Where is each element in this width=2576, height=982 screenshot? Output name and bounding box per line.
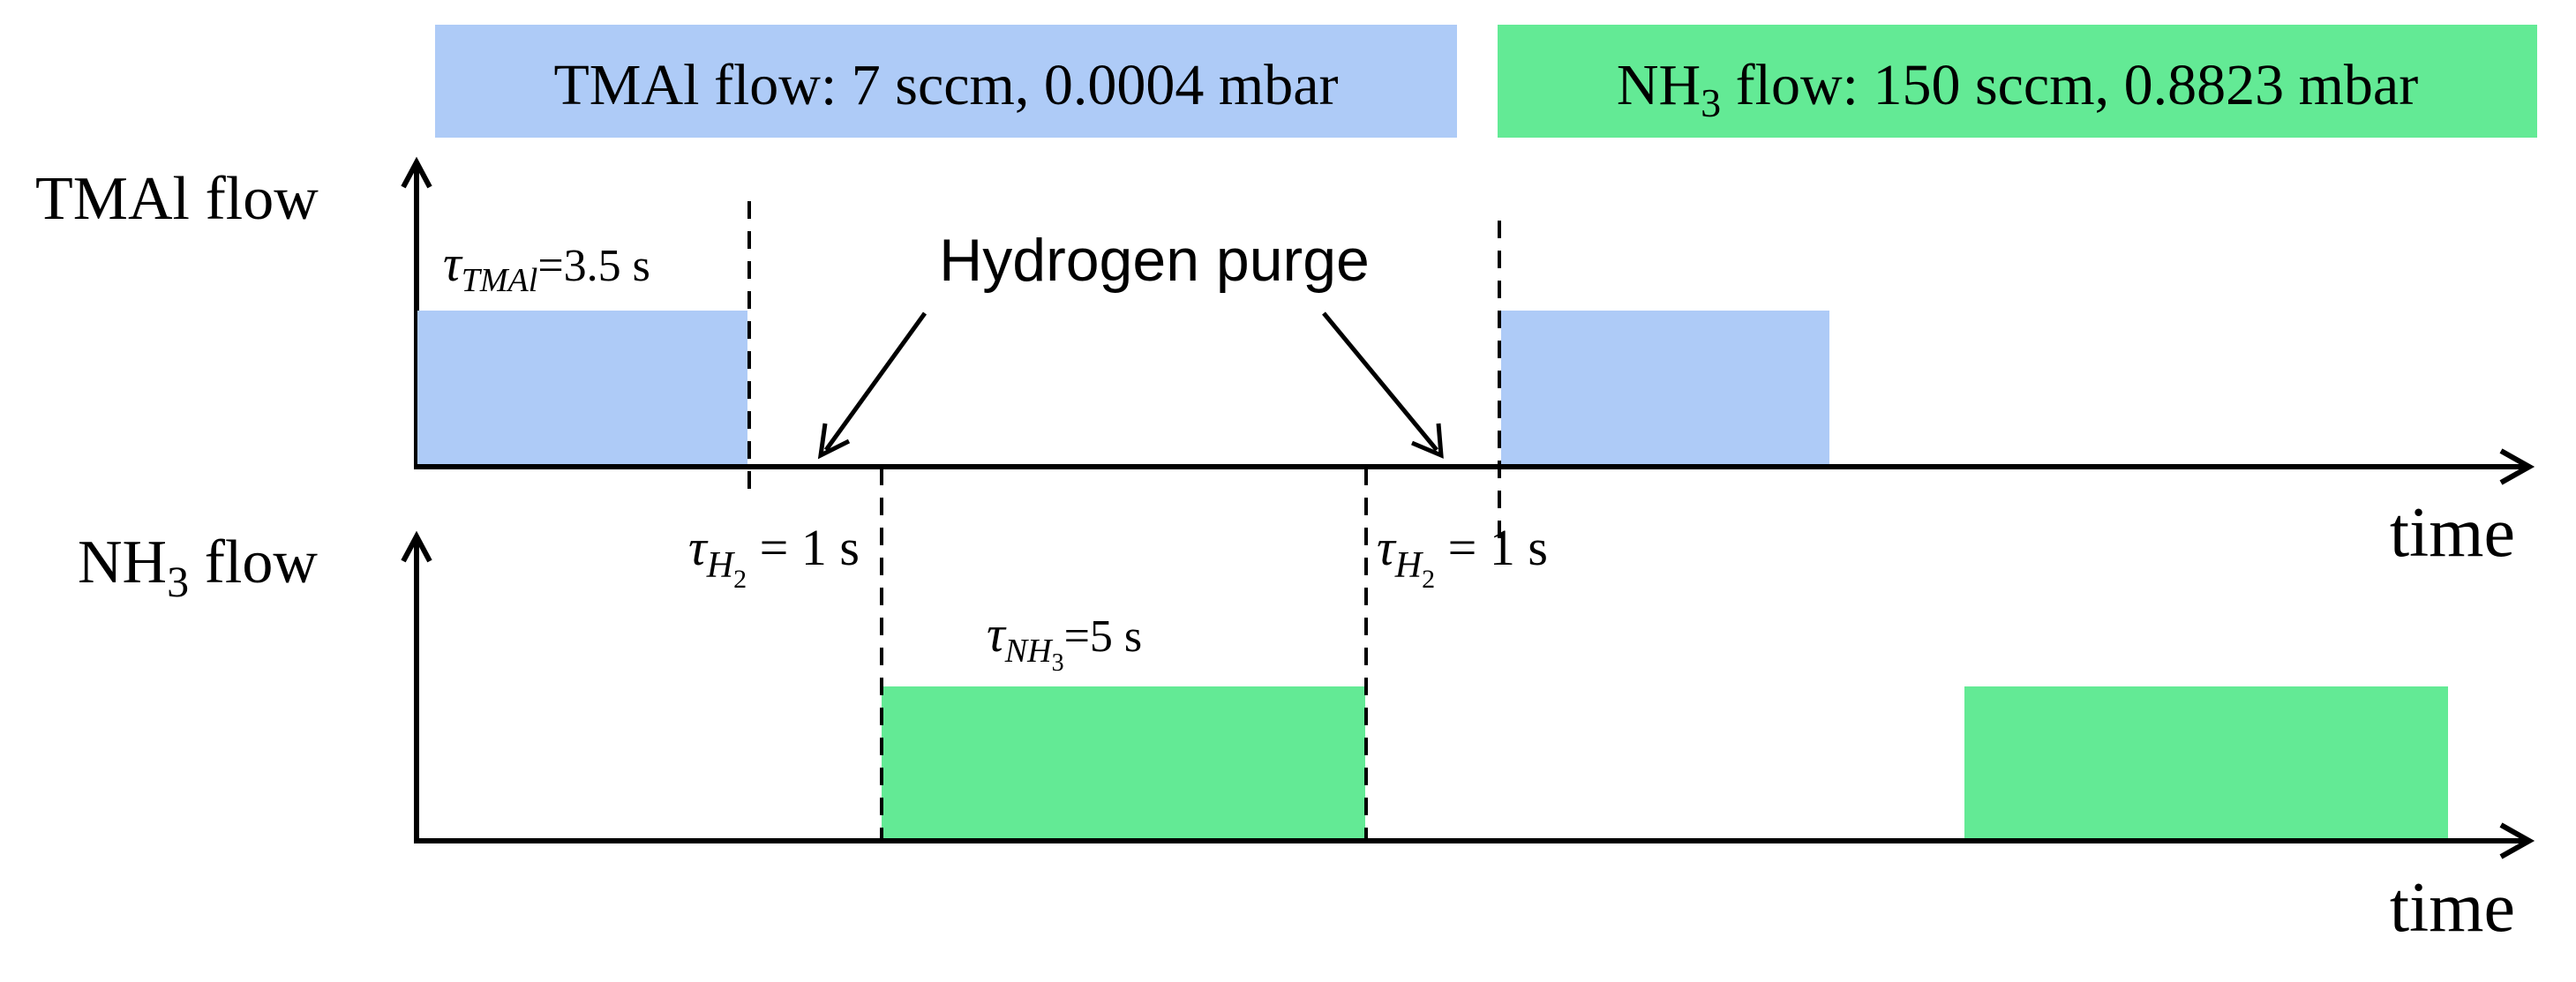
nh3-time-arrowhead: [2499, 822, 2535, 859]
tmal-pulse: [417, 311, 747, 464]
purge-arrow-left: [823, 311, 928, 452]
tmal-axis-label: TMAl flow: [35, 165, 319, 233]
purge-arrowhead-right: [1411, 423, 1444, 459]
tmal-axis: TMAl flow time: [35, 156, 2535, 572]
nh3-pulse: [1964, 686, 2448, 838]
tmal-pulse: [1501, 311, 1829, 464]
nh3-axis: NH3 flow time: [78, 528, 2535, 947]
nh3-banner-bg: [1498, 25, 2537, 138]
nh3-axis-label: NH3 flow: [78, 528, 318, 606]
tmal-time-arrowhead: [2499, 448, 2535, 485]
hydrogen-purge-label: Hydrogen purge: [939, 227, 1370, 294]
nh3-banner-text: NH3 flow: 150 sccm, 0.8823 mbar: [1617, 53, 2418, 125]
tau-nh3-label: τNH3=5 s: [987, 605, 1142, 677]
tmal-banner-bg: [435, 25, 1457, 138]
purge-arrow-right: [1322, 311, 1438, 452]
nh3-y-arrowhead: [401, 530, 432, 563]
nh3-pulse: [882, 686, 1365, 838]
pulse-boundary-markers: [747, 201, 1501, 843]
tau-tmal-label: τTMAl=3.5 s: [443, 235, 650, 299]
tmal-time-label: time: [2390, 494, 2515, 572]
tmal-banner-text: TMAl flow: 7 sccm, 0.0004 mbar: [553, 53, 1338, 117]
tmal-y-arrowhead: [401, 156, 432, 189]
tau-h2-first-label: τH2 = 1 s: [688, 519, 860, 594]
purge-arrowhead-left: [817, 423, 851, 460]
tau-h2-second-label: τH2 = 1 s: [1377, 519, 1548, 594]
nh3-time-label: time: [2390, 869, 2515, 947]
nh3-banner: NH3 flow: 150 sccm, 0.8823 mbar: [1498, 25, 2537, 138]
tmal-banner: TMAl flow: 7 sccm, 0.0004 mbar: [435, 25, 1457, 138]
